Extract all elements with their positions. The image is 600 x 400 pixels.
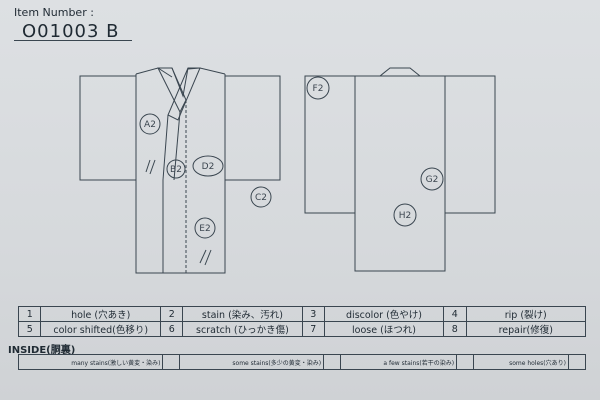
back-body bbox=[354, 75, 446, 272]
front-left-sleeve bbox=[79, 75, 137, 181]
marker-b2-circle bbox=[166, 159, 186, 179]
scratch-mark bbox=[199, 249, 207, 264]
back-left-sleeve bbox=[304, 75, 356, 214]
inside-check-box bbox=[456, 354, 475, 370]
back-view bbox=[304, 67, 496, 272]
inside-cell: a few stains(若干の染み) bbox=[340, 354, 458, 370]
legend-row: 1 hole (穴あき) 2 stain (染み、汚れ) 3 discolor … bbox=[17, 306, 587, 322]
scratch-mark bbox=[145, 159, 151, 173]
scratch-mark bbox=[149, 159, 156, 175]
front-body bbox=[135, 74, 226, 274]
inside-cell: many stains(激しい黄変・染み) bbox=[17, 354, 164, 370]
inside-cell: some stains(多少の黄変・染み) bbox=[179, 354, 325, 370]
marker-e2: E2 bbox=[199, 224, 210, 234]
collar-lower-line bbox=[173, 111, 181, 181]
item-number-label: Item Number : bbox=[14, 6, 94, 19]
legend-label: repair(修復) bbox=[465, 321, 587, 337]
legend-label: scratch (ひっかき傷) bbox=[182, 321, 303, 337]
inside-title: INSIDE(胴裏) bbox=[8, 345, 76, 356]
collar-neck bbox=[171, 67, 189, 98]
inside-check-box bbox=[568, 354, 586, 370]
legend-label: stain (染み、汚れ) bbox=[182, 306, 303, 322]
inside-row: many stains(激しい黄変・染み) some stains(多少の黄変・… bbox=[17, 354, 586, 370]
front-shoulder-left bbox=[135, 67, 173, 78]
legend-label: color shifted(色移り) bbox=[40, 321, 161, 337]
legend-num: 3 bbox=[301, 306, 325, 322]
marker-h2: H2 bbox=[399, 211, 412, 221]
item-number: O01003 B bbox=[22, 21, 120, 42]
inside-table: many stains(激しい黄変・染み) some stains(多少の黄変・… bbox=[17, 354, 586, 370]
marker-f2-circle bbox=[306, 76, 330, 100]
legend-label: hole (穴あき) bbox=[40, 306, 161, 322]
marker-f2: F2 bbox=[313, 84, 324, 94]
legend-num: 1 bbox=[17, 306, 42, 322]
collar-right-band bbox=[167, 67, 201, 121]
marker-d2: D2 bbox=[202, 162, 215, 172]
legend-num: 2 bbox=[159, 306, 184, 322]
legend-row: 5 color shifted(色移り) 6 scratch (ひっかき傷) 7… bbox=[17, 321, 587, 337]
marker-c2-circle bbox=[250, 186, 272, 208]
legend-num: 8 bbox=[443, 321, 467, 337]
back-collar bbox=[379, 67, 421, 77]
legend-num: 7 bbox=[301, 321, 325, 337]
marker-g2-circle bbox=[420, 167, 444, 191]
marker-e2-circle bbox=[194, 217, 216, 239]
legend-label: rip (裂け) bbox=[465, 306, 587, 322]
marker-c2: C2 bbox=[255, 193, 267, 203]
legend-label: loose (ほつれ) bbox=[323, 321, 445, 337]
marker-d2-circle bbox=[192, 155, 224, 177]
front-right-sleeve bbox=[224, 75, 281, 181]
collar-lower-line-2 bbox=[162, 114, 169, 181]
marker-a2-circle bbox=[139, 113, 161, 135]
legend-label: discolor (色やけ) bbox=[323, 306, 445, 322]
scratch-mark bbox=[204, 249, 212, 266]
inside-cell: some holes(穴あり) bbox=[473, 354, 569, 370]
marker-b2: B2 bbox=[170, 165, 182, 175]
legend-num: 5 bbox=[17, 321, 42, 337]
damage-legend: 1 hole (穴あき) 2 stain (染み、汚れ) 3 discolor … bbox=[17, 306, 587, 337]
front-shoulder-right bbox=[187, 67, 226, 75]
inside-check-box bbox=[162, 354, 181, 370]
marker-a2: A2 bbox=[144, 120, 156, 130]
back-right-sleeve bbox=[444, 75, 496, 214]
item-number-underline bbox=[14, 40, 132, 41]
front-view bbox=[79, 67, 281, 274]
legend-num: 4 bbox=[443, 306, 467, 322]
legend-num: 6 bbox=[159, 321, 184, 337]
marker-g2: G2 bbox=[426, 175, 439, 185]
marker-h2-circle bbox=[393, 203, 417, 227]
inside-check-box bbox=[323, 354, 342, 370]
